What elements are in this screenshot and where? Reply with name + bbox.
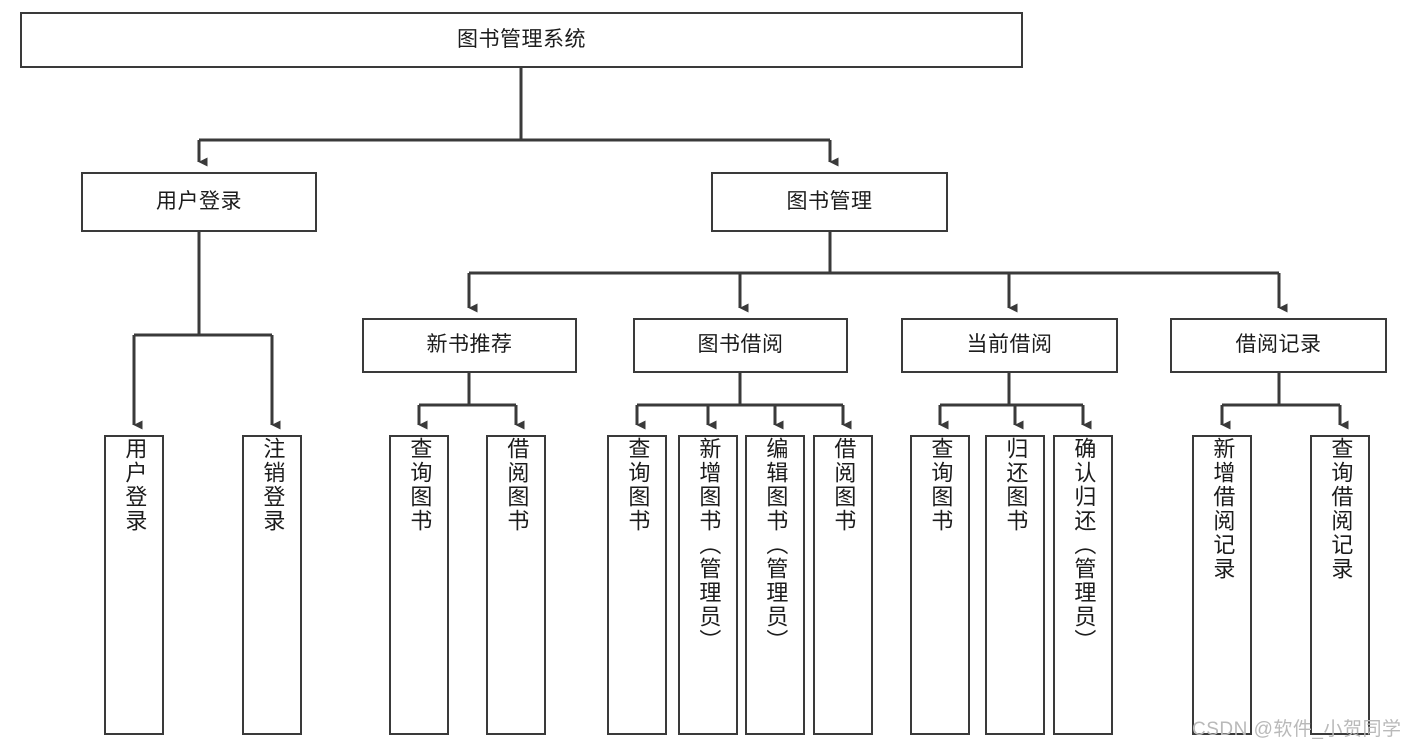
node-new-book-recommend[interactable]: 新书推荐 — [362, 318, 577, 373]
node-current-borrow[interactable]: 当前借阅 — [901, 318, 1118, 373]
leaf-edit-book-admin-label: 编辑图书（管理员） — [763, 437, 789, 653]
leaf-borrow-book[interactable]: 借阅图书 — [813, 435, 873, 735]
csdn-watermark: CSDN @软件_小贺同学 — [1192, 719, 1402, 740]
node-user-login-label: 用户登录 — [156, 189, 242, 213]
node-borrow-record-label: 借阅记录 — [1235, 333, 1322, 357]
leaf-user-login[interactable]: 用户登录 — [104, 435, 164, 735]
leaf-confirm-return-admin-label: 确认归还（管理员） — [1071, 437, 1097, 653]
node-root[interactable]: 图书管理系统 — [20, 12, 1023, 68]
leaf-edit-book-admin[interactable]: 编辑图书（管理员） — [745, 435, 805, 735]
node-book-management[interactable]: 图书管理 — [711, 172, 948, 232]
leaf-query-book-borrow-label: 查询图书 — [625, 437, 651, 533]
node-book-borrow-label: 图书借阅 — [697, 333, 784, 357]
leaf-query-book-current[interactable]: 查询图书 — [910, 435, 970, 735]
leaf-query-book-borrow[interactable]: 查询图书 — [607, 435, 667, 735]
node-root-label: 图书管理系统 — [457, 27, 586, 51]
leaf-add-borrow-record-label: 新增借阅记录 — [1210, 437, 1236, 581]
node-book-borrow[interactable]: 图书借阅 — [633, 318, 848, 373]
node-current-borrow-label: 当前借阅 — [966, 333, 1053, 357]
leaf-query-book-current-label: 查询图书 — [928, 437, 954, 533]
leaf-user-logout-label: 注销登录 — [260, 437, 286, 533]
leaf-query-book-recommend[interactable]: 查询图书 — [389, 435, 449, 735]
leaf-return-book[interactable]: 归还图书 — [985, 435, 1045, 735]
leaf-user-login-label: 用户登录 — [122, 437, 148, 533]
leaf-confirm-return-admin[interactable]: 确认归还（管理员） — [1053, 435, 1113, 735]
leaf-query-book-recommend-label: 查询图书 — [407, 437, 433, 533]
node-book-management-label: 图书管理 — [786, 189, 873, 213]
node-user-login[interactable]: 用户登录 — [81, 172, 317, 232]
leaf-query-borrow-record-label: 查询借阅记录 — [1328, 437, 1354, 581]
leaf-borrow-book-recommend-label: 借阅图书 — [504, 437, 530, 533]
leaf-add-borrow-record[interactable]: 新增借阅记录 — [1192, 435, 1252, 735]
leaf-add-book-admin-label: 新增图书（管理员） — [696, 437, 722, 653]
leaf-borrow-book-recommend[interactable]: 借阅图书 — [486, 435, 546, 735]
node-new-book-recommend-label: 新书推荐 — [426, 333, 513, 357]
leaf-return-book-label: 归还图书 — [1003, 437, 1029, 533]
leaf-add-book-admin[interactable]: 新增图书（管理员） — [678, 435, 738, 735]
node-borrow-record[interactable]: 借阅记录 — [1170, 318, 1387, 373]
leaf-user-logout[interactable]: 注销登录 — [242, 435, 302, 735]
leaf-query-borrow-record[interactable]: 查询借阅记录 — [1310, 435, 1370, 735]
leaf-borrow-book-label: 借阅图书 — [831, 437, 857, 533]
